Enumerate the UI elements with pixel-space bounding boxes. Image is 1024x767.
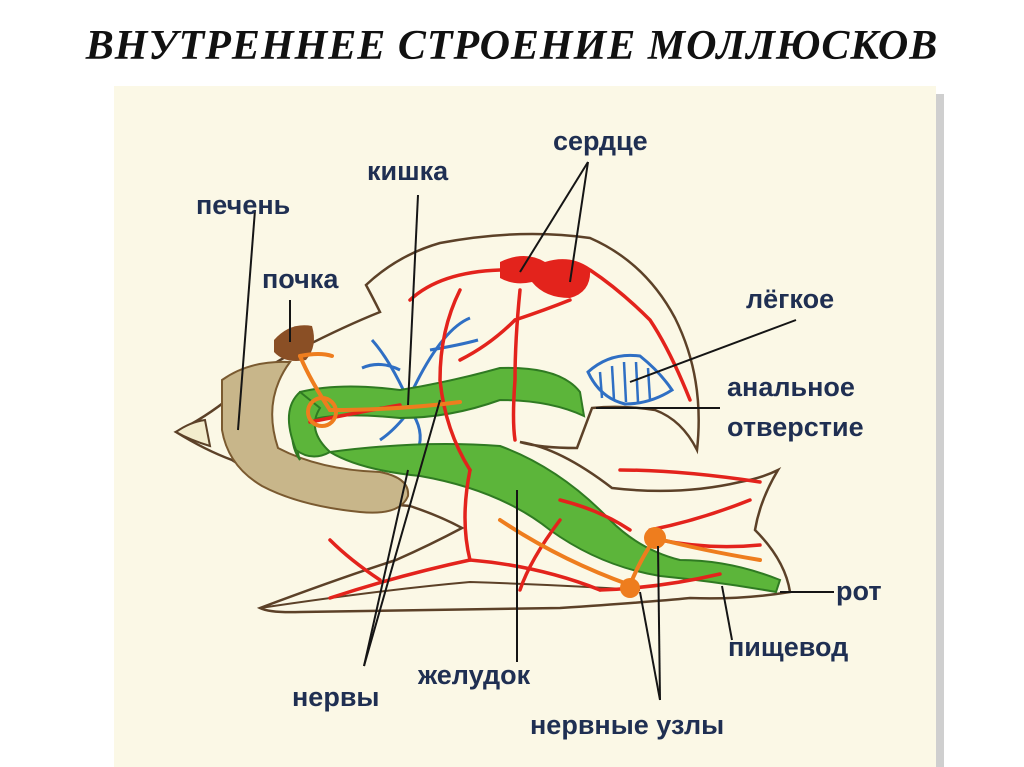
kidney <box>274 325 314 361</box>
label-mouth: рот <box>836 576 882 606</box>
ganglion <box>644 527 666 549</box>
ganglion <box>306 396 338 428</box>
label-intestine: кишка <box>367 156 449 186</box>
label-heart: сердце <box>553 126 648 156</box>
label-anus-line2: отверстие <box>727 412 864 442</box>
label-ganglia: нервные узлы <box>530 710 725 740</box>
page-title: ВНУТРЕННЕЕ СТРОЕНИЕ МОЛЛЮСКОВ <box>85 23 939 69</box>
label-anus-line1: анальное <box>727 372 855 402</box>
stomach <box>327 443 782 594</box>
label-kidney: почка <box>262 264 339 294</box>
lung-vessels <box>598 361 652 403</box>
label-esophagus: пищевод <box>728 632 849 662</box>
shell-apex <box>174 418 212 448</box>
label-nerves: нервы <box>292 682 380 712</box>
ganglion <box>620 578 640 598</box>
shell-outline <box>173 232 792 614</box>
label-stomach: желудок <box>418 660 531 690</box>
label-liver: печень <box>196 190 291 220</box>
leader-lines <box>237 161 834 701</box>
label-lung: лёгкое <box>746 284 835 314</box>
liver <box>221 360 410 514</box>
blood-vessels <box>308 268 762 600</box>
lung <box>586 353 675 406</box>
